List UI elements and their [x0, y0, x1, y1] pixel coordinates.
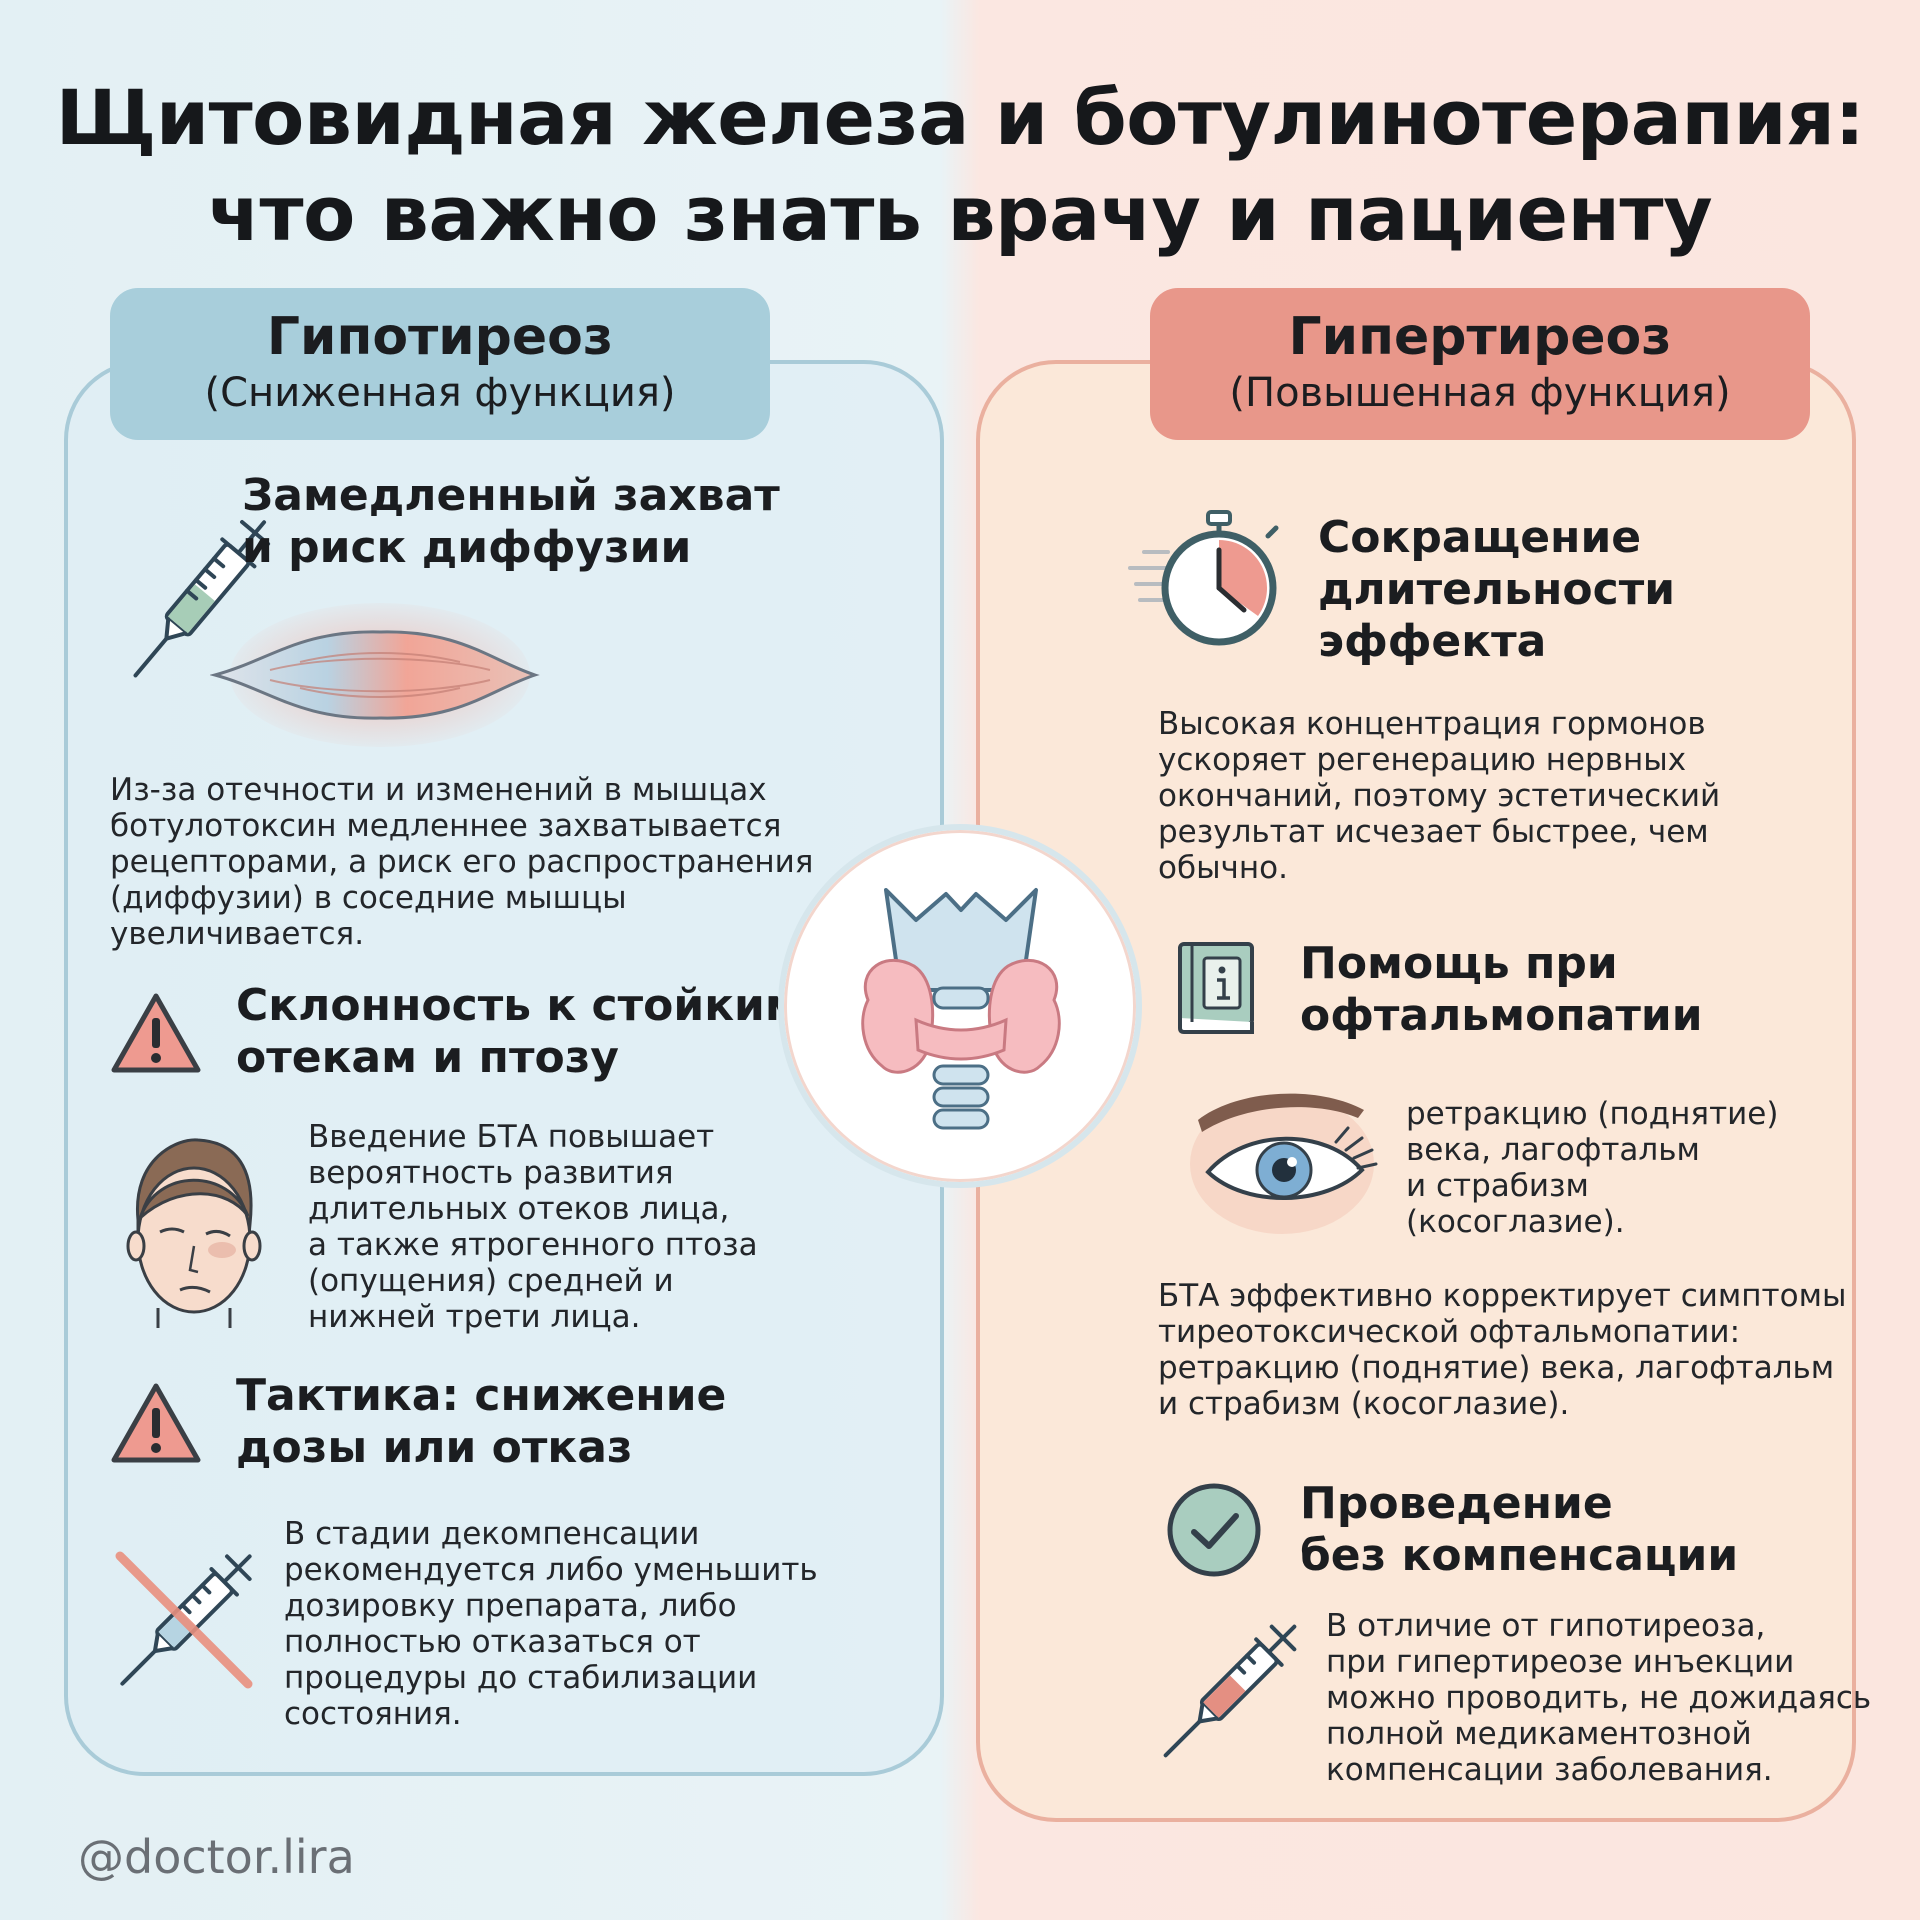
eye-icon: [1190, 1093, 1378, 1234]
thyroid-illustration-circle: [778, 824, 1142, 1188]
stopwatch-icon: [1128, 510, 1279, 646]
heading-line: Проведение: [1300, 1478, 1613, 1529]
text-line: полной медикаментозной: [1326, 1716, 1752, 1752]
page-title-line-2: что важно знать врачу и пациенту: [207, 169, 1713, 258]
syringe-icon: [1163, 1624, 1297, 1758]
hyper-shorter-effect-heading: Сокращение длительности эффекта: [1318, 512, 1675, 668]
text-line: БТА эффективно корректирует симптомы: [1158, 1278, 1847, 1314]
hyper-ophthalmopathy-text: БТА эффективно корректирует симптомы тир…: [1158, 1278, 1846, 1422]
text-line: можно проводить, не дожидаясь: [1326, 1680, 1872, 1716]
text-line: нижней трети лица.: [308, 1299, 641, 1335]
text-line: и страбизм: [1406, 1168, 1589, 1204]
heading-line: и риск диффузии: [242, 522, 692, 573]
hypo-delayed-uptake-heading: Замедленный захват и риск диффузии: [242, 470, 780, 574]
text-line: В отличие от гипотиреоза,: [1326, 1608, 1766, 1644]
check-circle-icon: [1167, 1483, 1261, 1577]
heading-line: Сокращение: [1318, 512, 1642, 563]
text-line: тиреотоксической офтальмопатии:: [1158, 1314, 1741, 1350]
heading-line: отекам и птозу: [236, 1032, 619, 1083]
face-icon: [126, 1138, 262, 1328]
hypothyroidism-header: Гипотиреоз (Сниженная функция): [110, 288, 770, 440]
hyperthyroidism-title: Гипертиреоз: [1288, 307, 1672, 367]
warning-icon: [111, 993, 201, 1073]
heading-line: длительности: [1318, 564, 1676, 615]
heading-line: офтальмопатии: [1300, 990, 1703, 1041]
hypo-tactics-heading: Тактика: снижение дозы или отказ: [236, 1370, 726, 1474]
text-line: увеличивается.: [110, 916, 365, 952]
crossed-syringe-icon: [115, 1551, 253, 1689]
muscle-icon: [210, 603, 540, 747]
text-line: обычно.: [1158, 850, 1288, 886]
hyperthyroidism-subtitle: (Повышенная функция): [1229, 370, 1731, 416]
text-line: а также ятрогенного птоза: [308, 1227, 758, 1263]
text-line: вероятность развития: [308, 1155, 674, 1191]
hypothyroidism-title: Гипотиреоз: [266, 307, 614, 367]
text-line: (диффузии) в соседние мышцы: [110, 880, 627, 916]
text-line: компенсации заболевания.: [1326, 1752, 1773, 1788]
text-line: Введение БТА повышает: [308, 1119, 715, 1155]
text-line: ретракцию (поднятие): [1406, 1096, 1779, 1132]
warning-icon: [111, 1383, 201, 1463]
hyperthyroidism-header: Гипертиреоз (Повышенная функция): [1150, 288, 1810, 440]
hypo-edema-ptosis-text: Введение БТА повышает вероятность развит…: [308, 1119, 758, 1335]
text-line: В стадии декомпенсации: [284, 1516, 700, 1552]
hyper-no-compensation-heading: Проведение без компенсации: [1300, 1478, 1738, 1582]
text-line: результат исчезает быстрее, чем: [1158, 814, 1709, 850]
heading-line: дозы или отказ: [236, 1422, 633, 1473]
text-line: дозировку препарата, либо: [284, 1588, 737, 1624]
page-title: Щитовидная железа и ботулинотерапия: что…: [0, 70, 1920, 262]
heading-line: Замедленный захват: [242, 470, 780, 521]
hypo-delayed-uptake-text: Из-за отечности и изменений в мышцах бот…: [110, 772, 813, 952]
heading-line: Помощь при: [1300, 938, 1618, 989]
text-line: ботулотоксин медленнее захватывается: [110, 808, 782, 844]
hypothyroidism-subtitle: (Сниженная функция): [204, 370, 676, 416]
heading-line: Тактика: снижение: [236, 1370, 727, 1421]
text-line: ретракцию (поднятие) века, лагофтальм: [1158, 1350, 1835, 1386]
heading-line: без компенсации: [1300, 1530, 1739, 1581]
text-line: (косоглазие).: [1406, 1204, 1625, 1240]
page-title-line-1: Щитовидная железа и ботулинотерапия:: [55, 73, 1865, 162]
hypo-edema-ptosis-heading: Склонность к стойким отекам и птозу: [236, 980, 801, 1084]
heading-line: Склонность к стойким: [236, 980, 801, 1031]
text-line: рекомендуется либо уменьшить: [284, 1552, 818, 1588]
text-line: и страбизм (косоглазие).: [1158, 1386, 1570, 1422]
hyperthyroidism-panel: [976, 360, 1856, 1822]
hyper-shorter-effect-text: Высокая концентрация гормонов ускоряет р…: [1158, 706, 1720, 886]
hyper-ophthalmopathy-heading: Помощь при офтальмопатии: [1300, 938, 1703, 1042]
text-line: рецепторами, а риск его распространения: [110, 844, 814, 880]
thyroid-icon: [861, 888, 1061, 1130]
hyper-no-compensation-text: В отличие от гипотиреоза, при гипертирео…: [1326, 1608, 1871, 1788]
info-book-icon: [1178, 942, 1254, 1034]
text-line: века, лагофтальм: [1406, 1132, 1700, 1168]
syringe-icon: [133, 520, 271, 678]
heading-line: эффекта: [1318, 616, 1547, 667]
text-line: процедуры до стабилизации: [284, 1660, 758, 1696]
text-line: полностью отказаться от: [284, 1624, 701, 1660]
text-line: ускоряет регенерацию нервных: [1158, 742, 1687, 778]
text-line: состояния.: [284, 1696, 462, 1732]
text-line: при гипертиреозе инъекции: [1326, 1644, 1795, 1680]
text-line: Из-за отечности и изменений в мышцах: [110, 772, 767, 808]
text-line: длительных отеков лица,: [308, 1191, 730, 1227]
text-line: окончаний, поэтому эстетический: [1158, 778, 1721, 814]
text-line: (опущения) средней и: [308, 1263, 674, 1299]
hypo-tactics-text: В стадии декомпенсации рекомендуется либ…: [284, 1516, 818, 1732]
author-handle: @doctor.lira: [78, 1830, 355, 1884]
text-line: Высокая концентрация гормонов: [1158, 706, 1706, 742]
hyper-eye-caption: ретракцию (поднятие) века, лагофтальм и …: [1406, 1096, 1778, 1240]
